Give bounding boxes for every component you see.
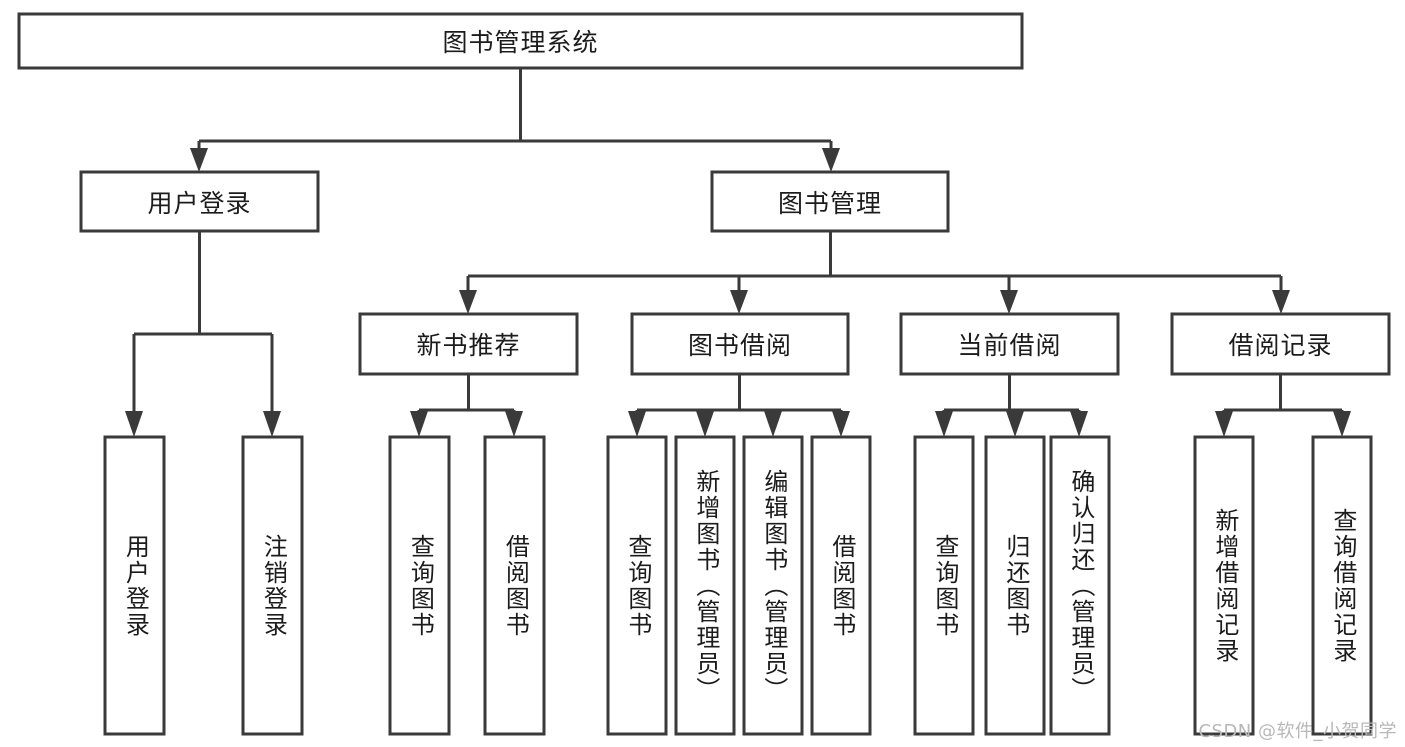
- arrow-to-book-manage: [822, 148, 840, 172]
- node-new-book-box[interactable]: [358, 312, 579, 376]
- connector-book-manage-bus: [466, 231, 1283, 292]
- connector-borrow-record-bus: [1222, 374, 1344, 418]
- connector-root-to-level1: [197, 68, 833, 160]
- leaf-box-cb-query-book[interactable]: [913, 435, 975, 736]
- leaf-box-br-query-record[interactable]: [1311, 435, 1373, 736]
- connector-book-borrow-bus: [635, 374, 843, 418]
- leaf-box-cb-return-book[interactable]: [984, 435, 1046, 736]
- arrow-to-leaf-cb-confirm: [1070, 411, 1088, 437]
- leaf-box-bb-edit-book[interactable]: [742, 435, 804, 736]
- leaf-box-bb-borrow-book[interactable]: [810, 435, 872, 736]
- node-borrow-record-box[interactable]: [1170, 312, 1391, 376]
- leaf-box-nb-borrow-book[interactable]: [483, 435, 546, 736]
- node-book-manage-box[interactable]: [710, 170, 950, 233]
- arrow-to-current-borrow: [1000, 290, 1018, 314]
- arrow-to-leaf-bb-add: [696, 411, 714, 437]
- leaf-box-logout[interactable]: [241, 435, 304, 736]
- arrow-to-borrow-record: [1272, 290, 1290, 314]
- arrow-to-user-login: [190, 148, 208, 172]
- arrow-to-leaf-cb-query: [935, 411, 953, 437]
- arrow-to-new-book: [459, 290, 477, 314]
- arrow-to-book-borrow: [730, 290, 748, 314]
- watermark-text: CSDN @软件_小贺同学: [1198, 721, 1397, 742]
- connector-user-login-bus: [132, 231, 274, 412]
- arrow-to-leaf-nb-query: [410, 411, 428, 437]
- node-current-borrow-box[interactable]: [899, 312, 1120, 376]
- arrow-to-leaf-user-login: [125, 411, 143, 437]
- arrow-to-leaf-cb-return: [1006, 411, 1024, 437]
- arrow-to-leaf-logout: [263, 411, 281, 437]
- arrow-to-leaf-bb-edit: [764, 411, 782, 437]
- node-book-borrow-box[interactable]: [630, 312, 850, 376]
- leaf-box-nb-query-book[interactable]: [388, 435, 451, 736]
- leaf-box-user-login[interactable]: [103, 435, 166, 736]
- arrow-to-leaf-bb-borrow: [832, 411, 850, 437]
- arrow-to-leaf-nb-borrow: [505, 411, 523, 437]
- leaf-box-br-add-record[interactable]: [1193, 435, 1255, 736]
- arrow-to-leaf-bb-query: [628, 411, 646, 437]
- leaf-box-cb-confirm-return[interactable]: [1049, 435, 1111, 736]
- arrow-to-leaf-br-query: [1333, 411, 1351, 437]
- arrow-to-leaf-br-add: [1215, 411, 1233, 437]
- connector-new-book-bus: [417, 374, 516, 418]
- leaf-box-bb-query-book[interactable]: [606, 435, 668, 736]
- node-user-login-box[interactable]: [79, 170, 320, 233]
- node-root-box[interactable]: [17, 12, 1024, 70]
- leaf-box-bb-add-book[interactable]: [674, 435, 736, 736]
